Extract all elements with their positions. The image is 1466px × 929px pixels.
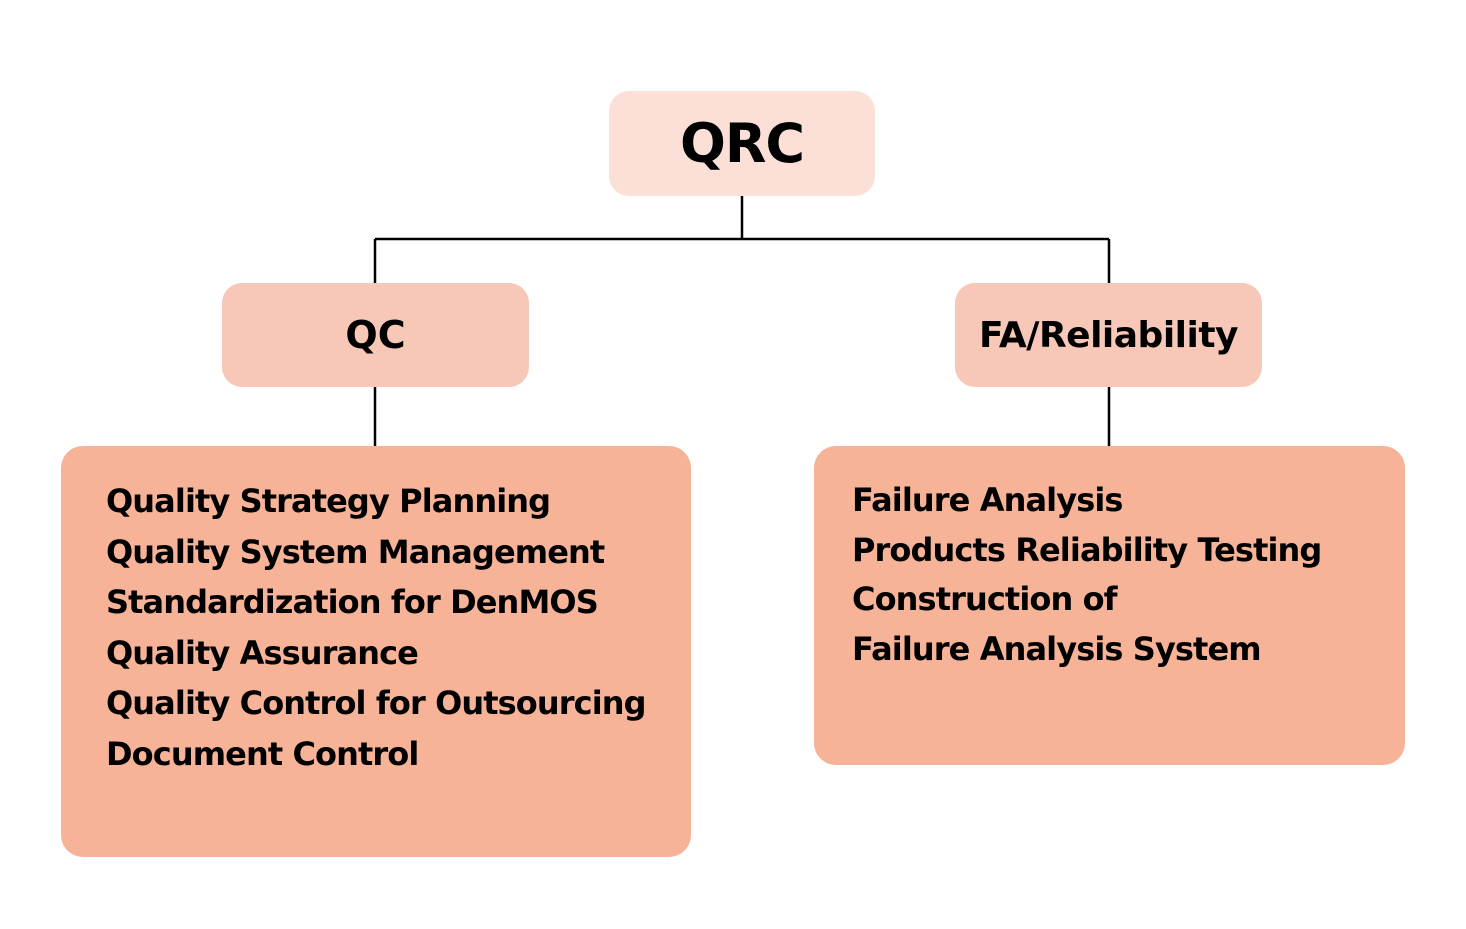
root-node-label: QRC — [679, 112, 805, 175]
department-node-label: FA/Reliability — [978, 314, 1239, 356]
department-node-fa-reliability: FA/Reliability — [955, 283, 1262, 387]
function-item: Products Reliability Testing — [852, 530, 1322, 569]
root-node-qrc: QRC — [609, 91, 875, 196]
function-item: Construction of — [852, 580, 1118, 619]
fa-reliability-function-list: Failure Analysis Products Reliability Te… — [852, 476, 1405, 675]
function-item: Failure Analysis — [852, 481, 1123, 519]
department-node-label: QC — [345, 313, 406, 357]
function-item: Quality Assurance — [106, 633, 419, 672]
function-item: Quality Control for Outsourcing — [106, 684, 647, 722]
fa-reliability-functions-box: Failure Analysis Products Reliability Te… — [814, 446, 1405, 765]
function-item: Failure Analysis System — [852, 630, 1262, 669]
qc-functions-box: Quality Strategy Planning Quality System… — [61, 446, 691, 857]
qc-function-list: Quality Strategy Planning Quality System… — [106, 476, 691, 779]
function-item: Document Control — [106, 734, 419, 773]
function-item: Quality System Management — [106, 532, 605, 571]
function-item: Quality Strategy Planning — [106, 482, 551, 520]
function-item: Standardization for DenMOS — [106, 583, 599, 621]
department-node-qc: QC — [222, 283, 529, 387]
